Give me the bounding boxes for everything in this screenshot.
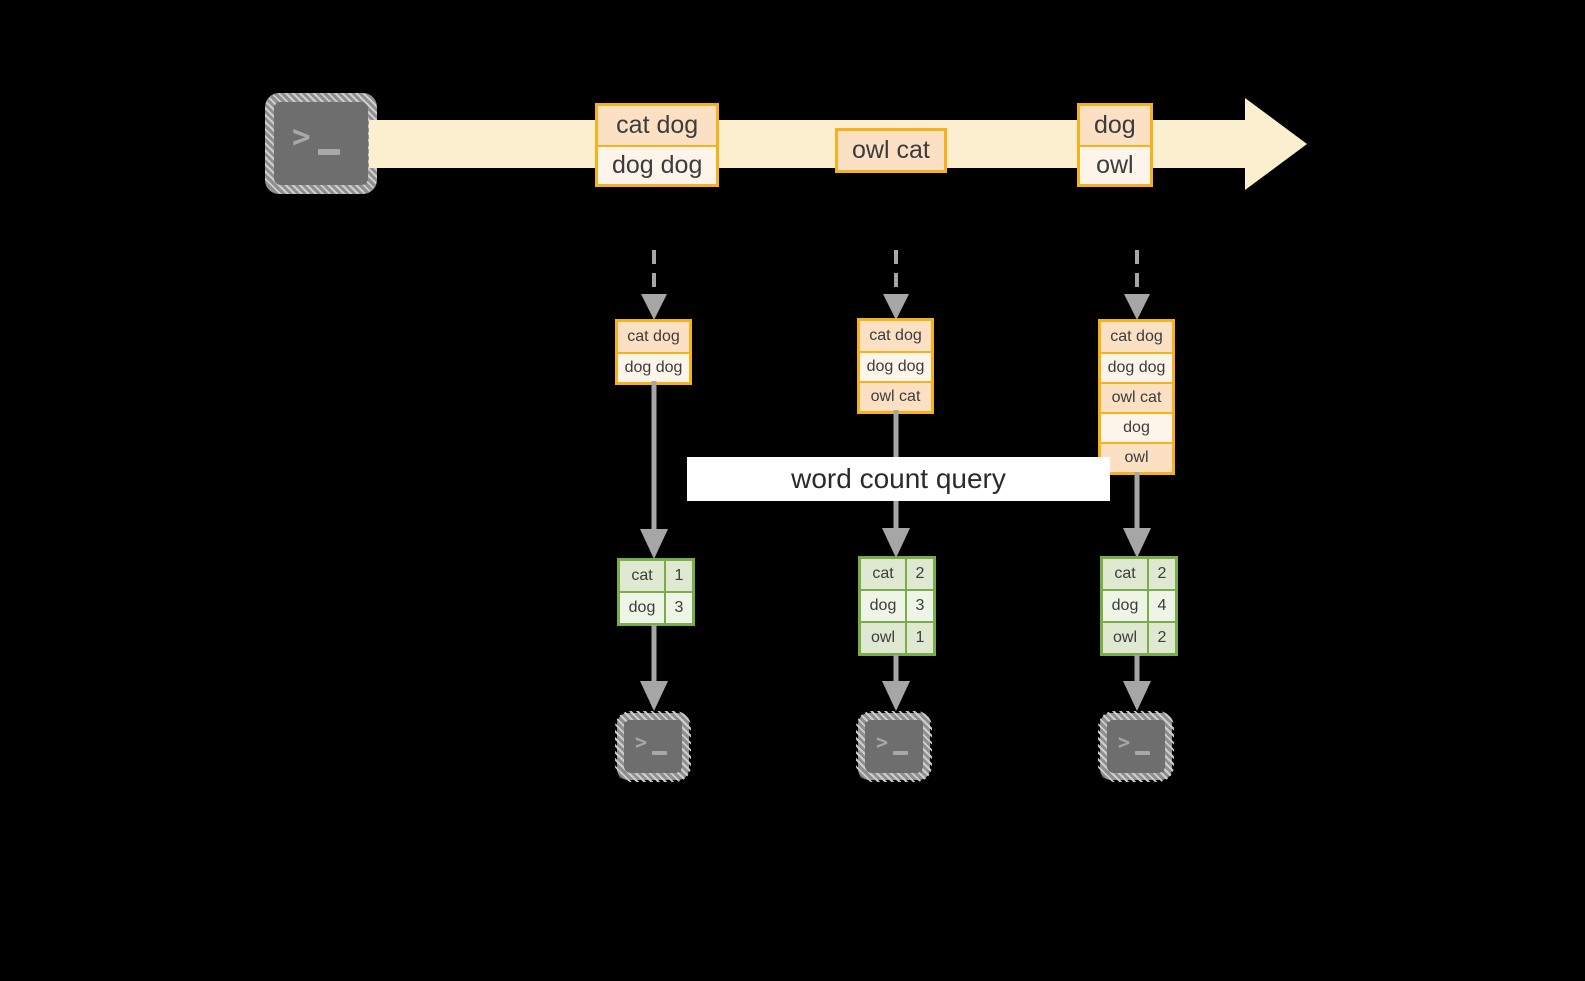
word-count-result-table: cat 2 dog 3 owl 1	[858, 556, 936, 656]
table-row: dog 3	[620, 591, 692, 623]
stack-line: owl cat	[860, 381, 931, 411]
stack-line: cat dog	[1101, 322, 1172, 352]
stream-event-box: owl cat	[835, 128, 947, 173]
dashed-arrow-to-stack	[1124, 250, 1150, 320]
terminal-screen	[865, 720, 923, 773]
query-arrow-to-result	[640, 381, 668, 559]
result-arrow-to-terminal	[1123, 655, 1151, 711]
count-cell: 2	[1149, 623, 1175, 653]
result-arrow-to-terminal	[882, 655, 910, 711]
result-arrow-to-terminal	[640, 625, 668, 711]
table-row: dog 3	[861, 589, 933, 621]
word-cell: cat	[861, 559, 907, 589]
accumulated-events-stack: cat dog dog dog owl cat	[857, 318, 934, 414]
table-row: cat 2	[861, 559, 933, 589]
word-cell: owl	[1103, 623, 1149, 653]
count-cell: 3	[907, 591, 933, 621]
count-cell: 4	[1149, 591, 1175, 621]
stack-line: owl cat	[1101, 382, 1172, 412]
terminal-cursor-glyph	[893, 751, 908, 755]
terminal-cursor-glyph	[652, 751, 667, 755]
terminal-prompt-glyph: >	[292, 119, 311, 155]
word-cell: dog	[620, 593, 666, 623]
event-line: owl cat	[838, 131, 944, 170]
query-label-text: word count query	[791, 463, 1006, 494]
source-terminal-icon: >	[265, 93, 377, 194]
table-row: cat 1	[620, 561, 692, 591]
word-cell: owl	[861, 623, 907, 653]
stack-line: owl	[1101, 442, 1172, 472]
sink-terminal-icon: >	[615, 711, 691, 782]
event-line: cat dog	[598, 106, 717, 145]
table-row: owl 2	[1103, 621, 1175, 653]
accumulated-events-stack: cat dog dog dog	[615, 319, 692, 385]
dashed-arrow-to-stack	[883, 250, 909, 320]
terminal-screen	[274, 102, 368, 185]
terminal-screen	[624, 720, 682, 773]
word-cell: dog	[861, 591, 907, 621]
stack-line: cat dog	[860, 321, 931, 351]
stack-line: dog	[1101, 412, 1172, 442]
terminal-prompt-glyph: >	[876, 730, 889, 754]
stack-line: dog dog	[618, 352, 689, 382]
word-cell: cat	[620, 561, 666, 591]
word-count-result-table: cat 1 dog 3	[617, 558, 695, 626]
sink-terminal-icon: >	[1098, 711, 1174, 782]
word-cell: dog	[1103, 591, 1149, 621]
accumulated-events-stack: cat dog dog dog owl cat dog owl	[1098, 319, 1175, 475]
stream-event-box: dog owl	[1077, 103, 1153, 187]
stream-event-box: cat dog dog dog	[595, 103, 720, 187]
terminal-cursor-glyph	[1135, 751, 1150, 755]
terminal-prompt-glyph: >	[635, 730, 648, 754]
table-row: cat 2	[1103, 559, 1175, 589]
word-cell: cat	[1103, 559, 1149, 589]
count-cell: 1	[666, 561, 692, 591]
table-row: dog 4	[1103, 589, 1175, 621]
stack-line: dog dog	[860, 351, 931, 381]
terminal-screen	[1107, 720, 1165, 773]
count-cell: 3	[666, 593, 692, 623]
terminal-cursor-glyph	[318, 149, 340, 155]
query-arrow-to-result	[1123, 472, 1151, 558]
query-label-banner: word count query	[687, 457, 1110, 501]
count-cell: 2	[1149, 559, 1175, 589]
stack-line: cat dog	[618, 322, 689, 352]
event-line: dog	[1080, 106, 1150, 145]
count-cell: 1	[907, 623, 933, 653]
stack-line: dog dog	[1101, 352, 1172, 382]
terminal-prompt-glyph: >	[1118, 730, 1131, 754]
event-line: dog dog	[598, 145, 717, 184]
count-cell: 2	[907, 559, 933, 589]
table-row: owl 1	[861, 621, 933, 653]
dashed-arrow-to-stack	[641, 250, 667, 320]
word-count-result-table: cat 2 dog 4 owl 2	[1100, 556, 1178, 656]
event-line: owl	[1080, 145, 1150, 184]
sink-terminal-icon: >	[856, 711, 932, 782]
